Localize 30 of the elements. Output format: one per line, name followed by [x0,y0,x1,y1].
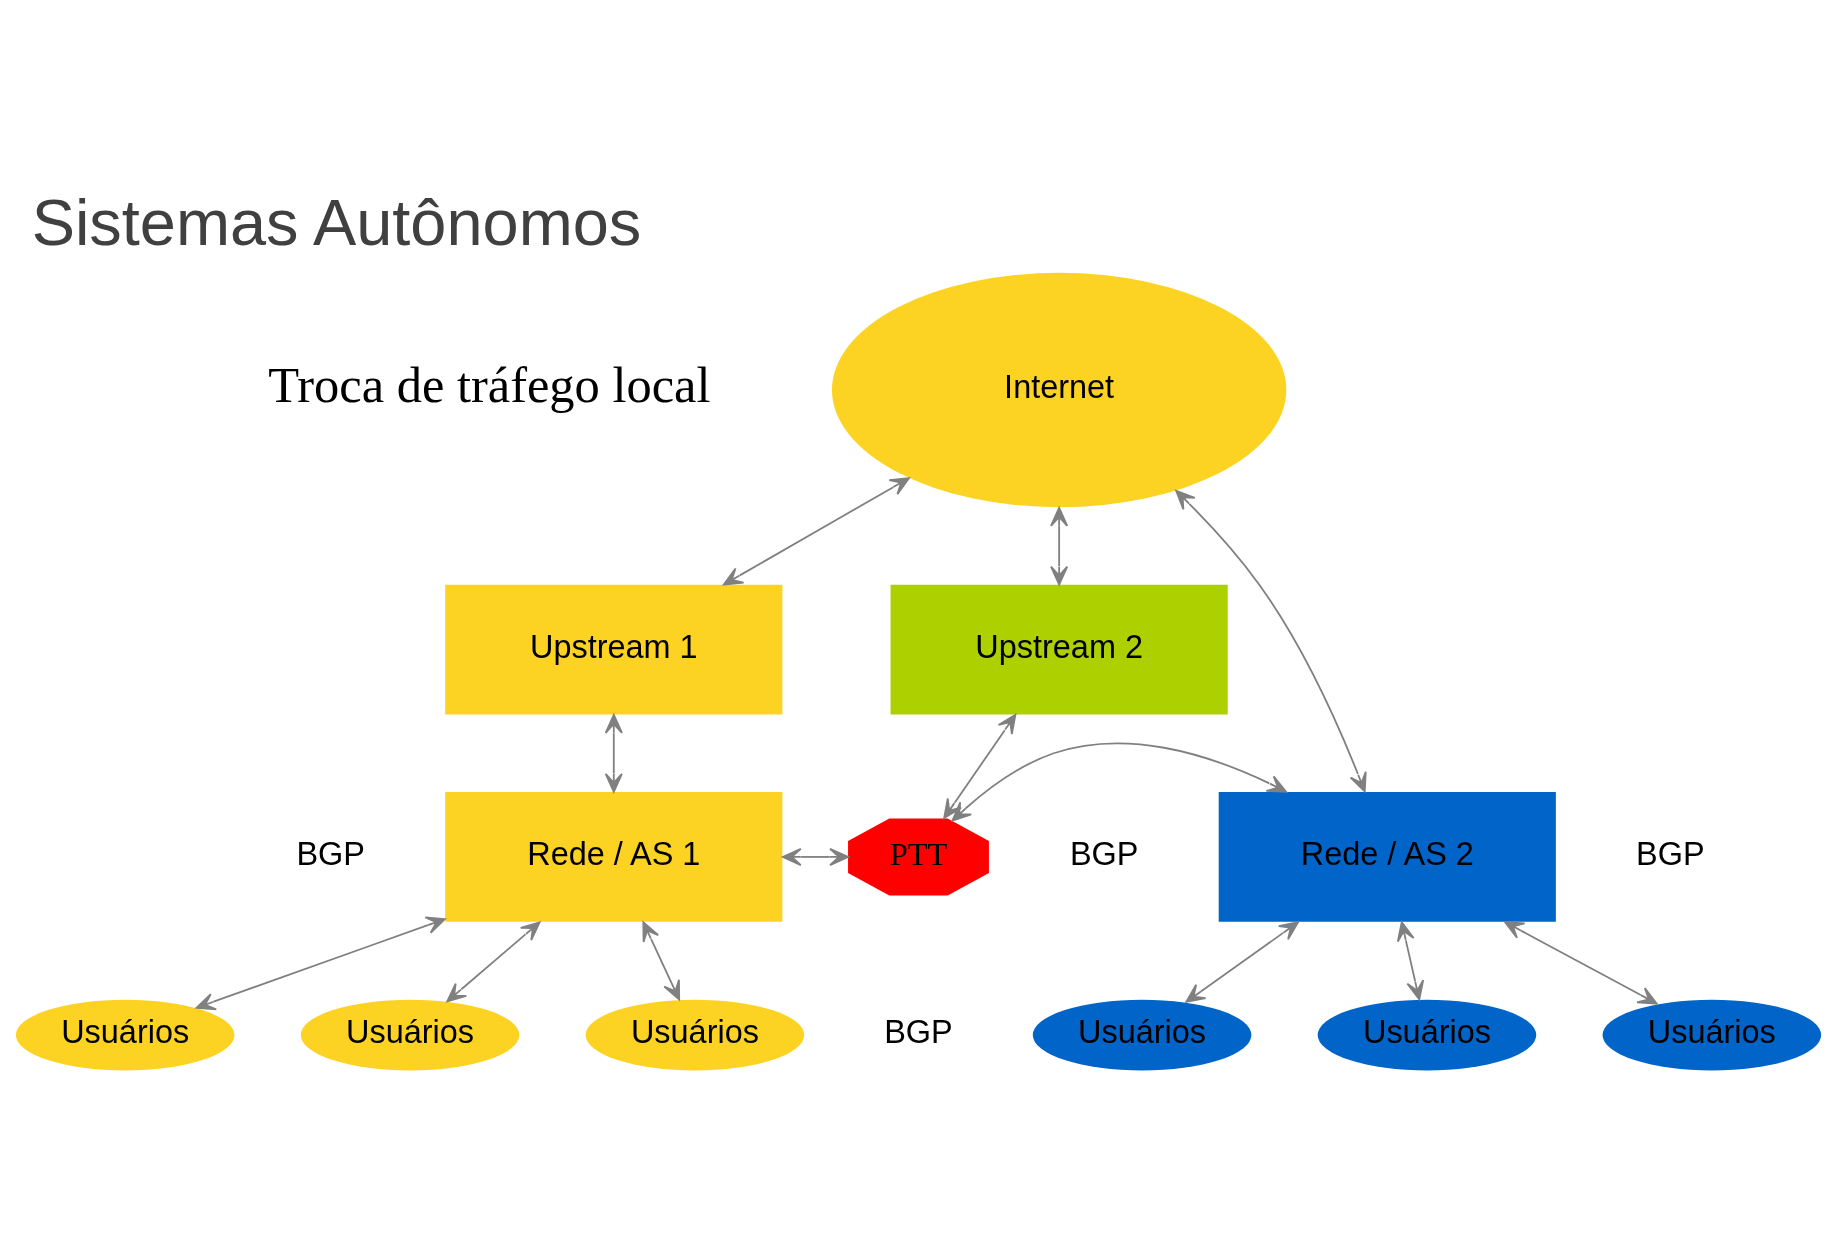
node-ellipse: Usuários [585,999,805,1071]
arrow [943,713,1017,819]
label: Troca de tráfego local [268,357,711,414]
arrow [723,477,910,586]
node-ellipse: Usuários [300,999,520,1071]
arrow [951,742,1288,822]
node-ellipse: Usuários [15,999,235,1071]
arrow [642,921,681,1001]
label: BGP [296,835,365,872]
arrow [1175,490,1367,793]
node-box: Rede / AS 2 [1218,792,1556,922]
node-box: Rede / AS 1 [445,792,783,922]
arrow [446,921,541,1003]
label: BGP [1069,835,1139,872]
arrow [1396,921,1425,1001]
arrow [781,847,849,866]
arrow [1050,506,1069,586]
arrow [1504,921,1658,1005]
diagram-title: Sistemas Autônomos [31,186,642,260]
node-box: Upstream 1 [445,584,783,715]
label: BGP [1636,835,1705,872]
arrow [1185,921,1299,1003]
node-ellipse: Usuários [1602,999,1822,1071]
label: BGP [884,1014,953,1051]
node-box: Upstream 2 [890,584,1228,715]
arrow [195,916,446,1011]
node-ellipse: Usuários [1032,999,1252,1071]
node-ellipse: Internet [831,272,1287,508]
node-ellipse: Usuários [1317,999,1537,1071]
arrow [604,713,623,793]
